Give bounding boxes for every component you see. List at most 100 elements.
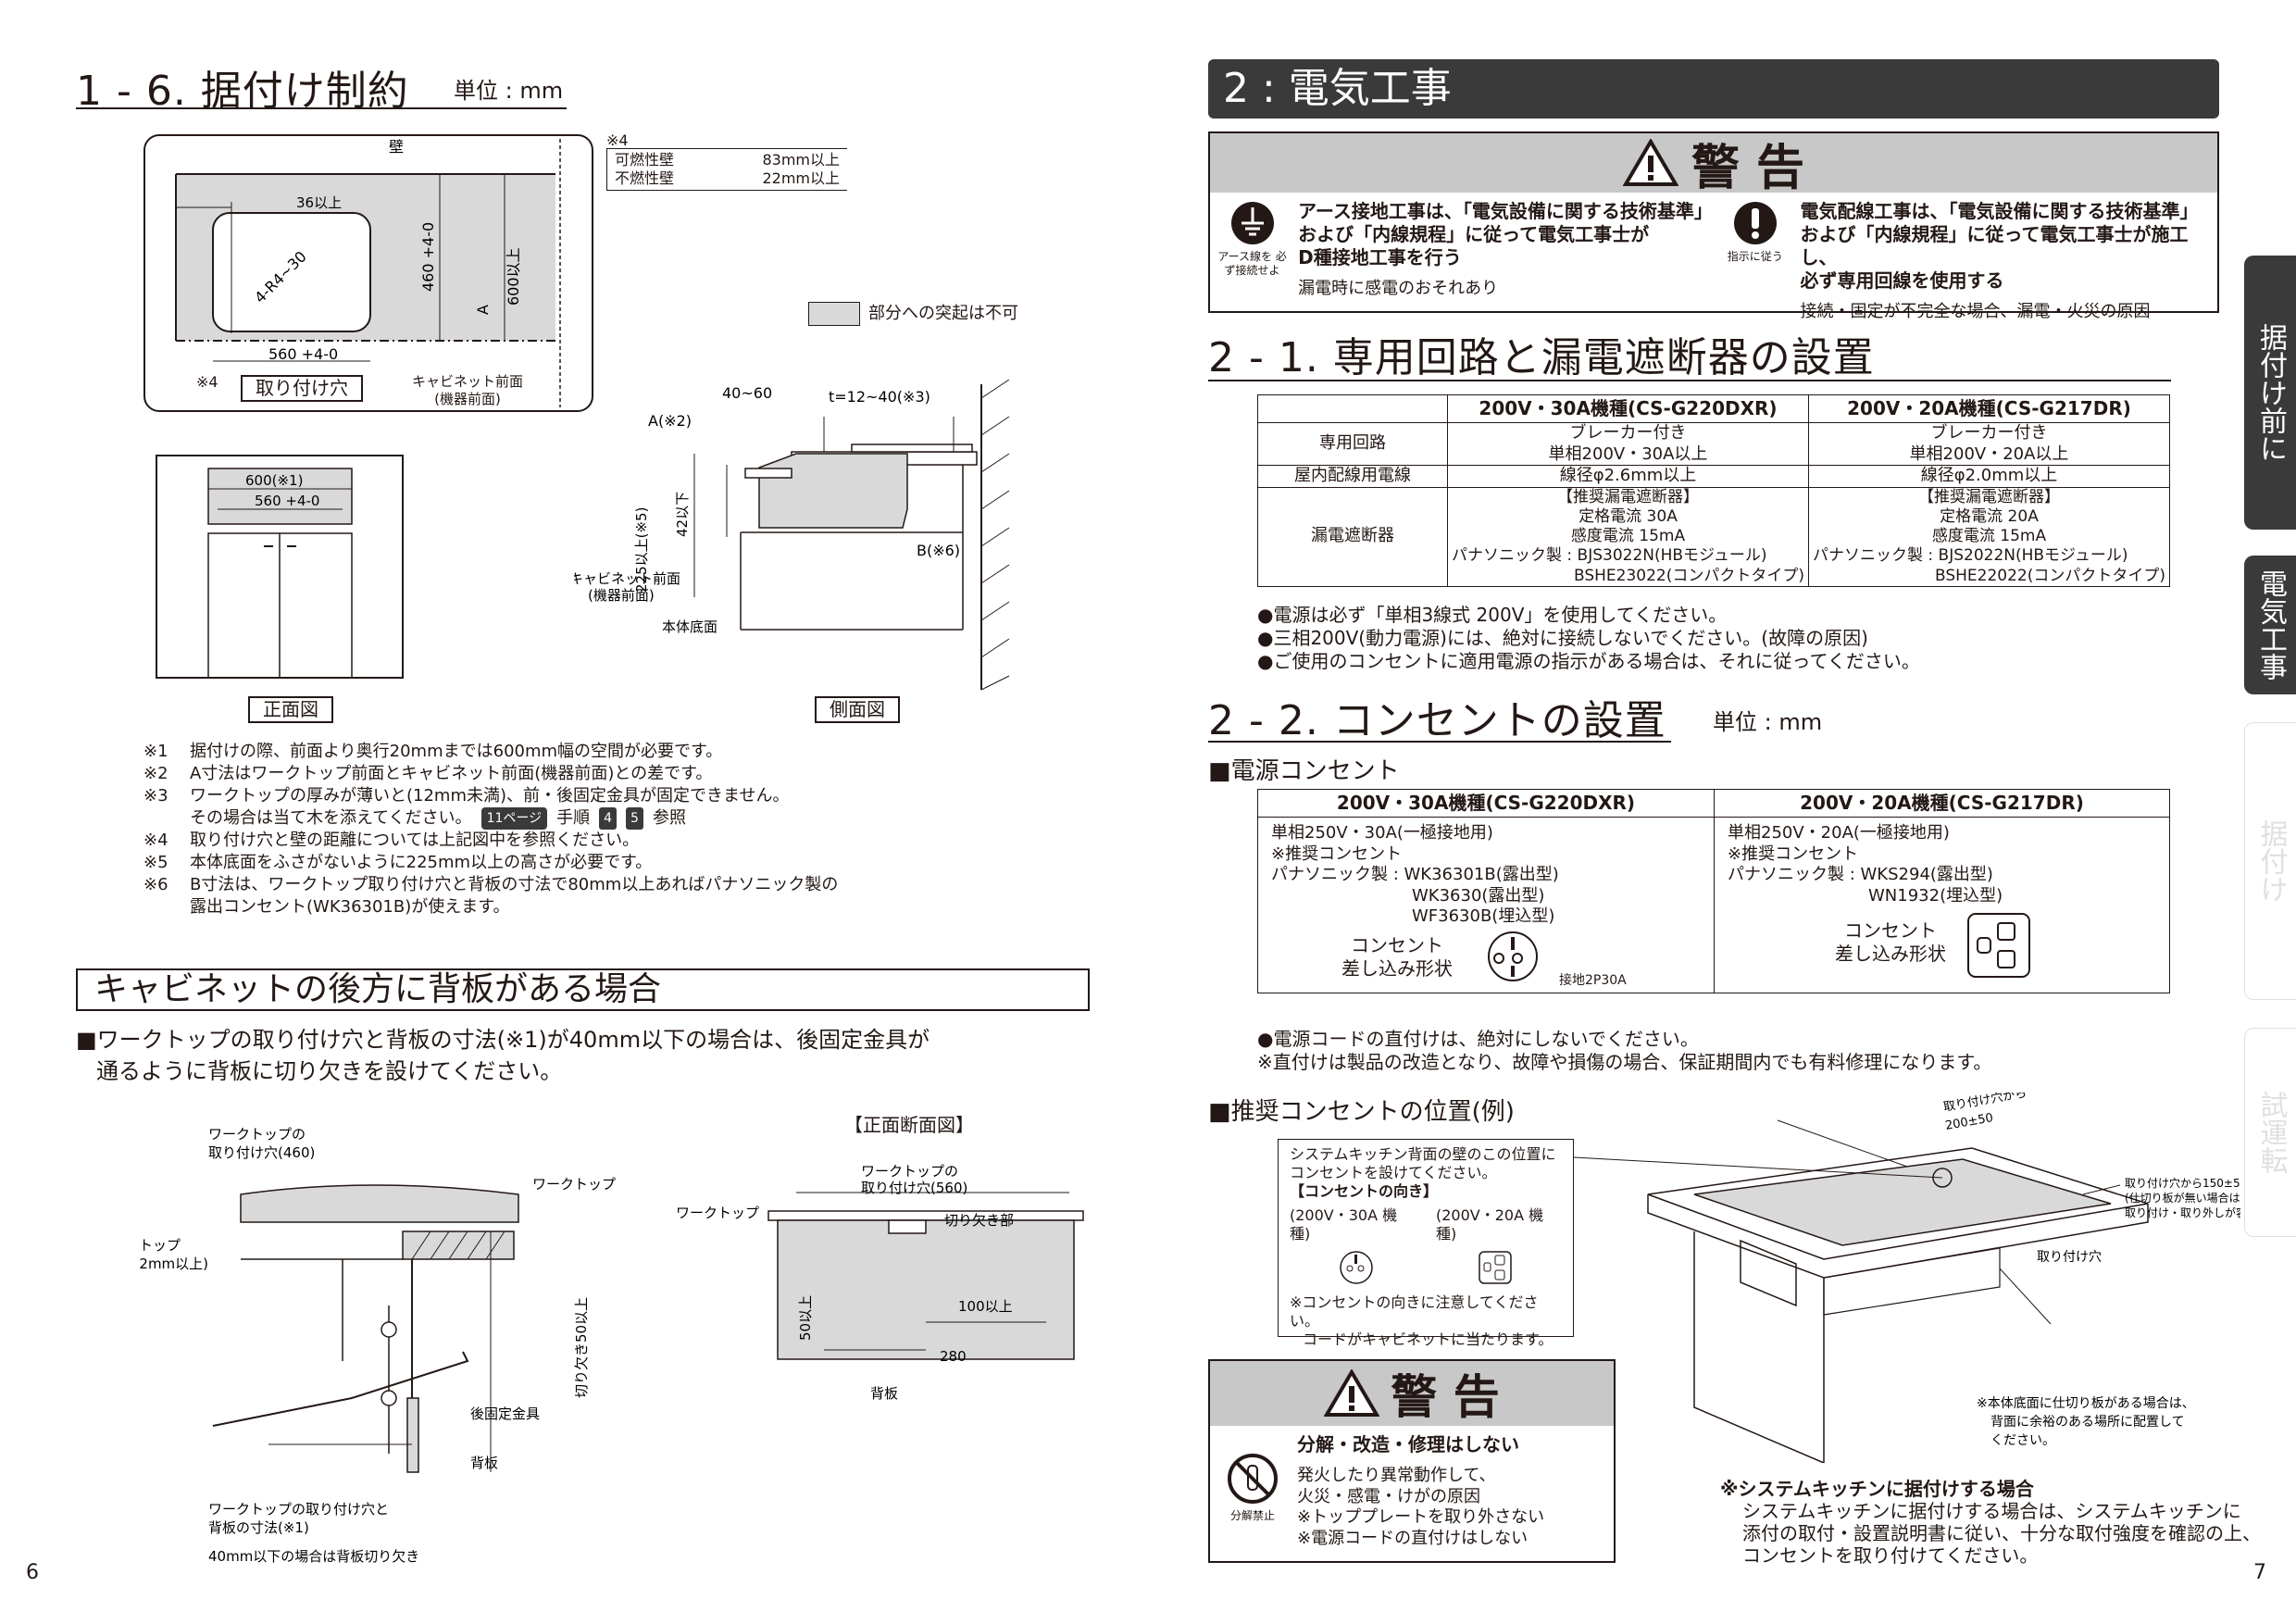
follow-caption: 指示に従う [1727,250,1783,263]
lbl-r2: (仕切り板が無い場合は260±5。 [2125,1191,2240,1205]
outlet-30a-icon [1488,931,1538,981]
ref-step-4: 4 [599,807,618,830]
kitchen-illustration: 取り付け穴から 200±50 取り付け穴から150±5 (仕切り板が無い場合は2… [1573,1093,2240,1463]
lbl-t: t=12~40(※3) [829,388,930,406]
page-number-right: 7 [2253,1561,2266,1584]
lbl-worktop-thick: ワークトップ [139,1237,181,1254]
side-tab-electrical[interactable]: 電気工事 [2244,556,2296,694]
lbl-d460: 460 +4-0 [419,222,437,292]
lbl-cab-front: キャビネット前面 [574,570,680,587]
lbl-worktop2: ワークトップ [676,1205,759,1221]
side-tab-test-run[interactable]: 試運転 [2244,1028,2296,1237]
lbl-b6: B(※6) [917,542,960,559]
lbl-d600n1: 600(※1) [245,472,303,489]
lbl-backboard: 背板 [470,1455,498,1471]
side-tab-before-install[interactable]: 据付け前に [2244,256,2296,530]
lbl-backboard2: 背板 [870,1385,898,1402]
ref-tail: 参照 [652,808,686,828]
warning-title: 警 告 [1691,140,1805,196]
lbl-worktop: ワークトップ [532,1176,616,1193]
legend-text: 部分への突起は不可 [868,304,1018,323]
title-underline-2-2 [1208,741,1671,743]
front-section-diagram: ワークトップの 取り付け穴(560) ワークトップ 切り欠き部 100以上 50… [676,1163,1084,1402]
backboard-title: キャビネットの後方に背板がある場合 [76,968,1090,1011]
backboard-section-diagram: ワークトップの 取り付け穴(460) ワークトップ ワークトップ (厚さ12mm… [139,1126,616,1565]
unit-label-2-2: 単位 : mm [1713,709,1823,735]
lbl-d280: 280 [940,1348,967,1365]
section-title-2: 2 : 電気工事 [1208,59,2219,119]
lbl-worktop-thick2: (厚さ12mm以上) [139,1255,208,1272]
ground-icon [1230,202,1274,244]
table-row: 200V・30A機種(CS-G220DXR) 200V・20A機種(CS-G21… [1257,394,2170,423]
note4-mark-diagram: ※4 [196,373,218,391]
orient-20a-icon [1479,1251,1512,1284]
top-view-diagram: 壁 36以上 4-R4~30 460 +4-0 A 600以上 560 +4-0 [144,134,593,412]
lbl-p2: 背面に余裕のある場所に配置して [1990,1414,2185,1430]
page-number-left: 6 [26,1561,39,1584]
lbl-d42: 42以下 [674,492,691,537]
notes-2-2: ●電源コードの直付けは、絶対にしないでください。 ※直付けは製品の改造となり、故… [1257,1028,1992,1073]
lbl-wt-hole-560: ワークトップの [861,1163,958,1180]
cabinet-front-label: キャビネット前面 (機器前面) [412,373,524,407]
lbl-wt-hole-5602: 取り付け穴(560) [861,1180,967,1196]
front-view-diagram: 600(※1) 560 +4-0 [156,455,404,679]
section-view-title: 【正面断面図】 [844,1114,974,1136]
front-view-label: 正面図 [248,696,333,723]
ref-page-badge[interactable]: 11ページ [480,807,548,830]
ref-step-5: 5 [626,807,643,830]
lbl-dev-front: (機器前面) [588,587,655,604]
exclamation-icon [1733,202,1777,244]
title-underline-2-1 [1208,380,2171,381]
legend-swatch [808,302,860,326]
warning-triangle-icon [1622,139,1678,186]
lbl-d600: 600以上 [505,247,522,306]
lbl-d225: 225以上(※5) [633,507,650,593]
lbl-wt-hole2: 取り付け穴(460) [208,1144,315,1161]
table-row: 専用回路 ブレーカー付き単相200V・30A以上 ブレーカー付き単相200V・2… [1257,422,2170,466]
lbl-dim2: 背板の寸法(※1) [208,1519,309,1536]
warn-ground: アース線を 必ず接続せよ アース接地工事は、「電気設備に関する技術基準」 および… [1210,193,1714,331]
unit-label: 単位 : mm [454,78,564,104]
lbl-d200: 200±50 [1944,1111,1994,1133]
note-6b: 露出コンセント(WK36301B)が使えます。 [190,897,510,917]
lbl-body-bottom: 本体底面 [662,618,718,635]
lbl-d50: 50以上 [797,1295,814,1341]
side-view-label: 側面図 [815,696,900,723]
lbl-p3: ください。 [1990,1433,2055,1448]
mount-hole-label: 取り付け穴 [241,375,363,402]
ground-caption: アース線を 必ず接続せよ [1217,250,1287,277]
lbl-a2: A(※2) [648,412,692,430]
lbl-d560b: 560 +4-0 [255,493,319,509]
warning-block: 警 告 アース線を 必ず接続せよ アース接地工事は、「電気設備に関する技術基準」… [1208,131,2219,321]
side-view-diagram: 40~60 t=12~40(※3) A(※2) 225以上(※5) 42以下 B… [574,380,1010,691]
lbl-d100: 100以上 [958,1298,1013,1315]
lbl-hole: 取り付け穴 [2037,1250,2102,1265]
lbl-dim3: 40mm以下の場合は背板切り欠き [208,1548,419,1565]
note4-mark: ※4 [606,131,629,149]
orient-30a-icon [1340,1251,1373,1284]
ref-step: 手順 [556,808,591,828]
lbl-from-hole: 取り付け穴から [1942,1093,2028,1115]
system-kitchen-note: ※システムキッチンに据付けする場合 システムキッチンに据付けする場合は、システム… [1720,1478,2261,1567]
lbl-wt-hole: ワークトップの [208,1126,306,1143]
lbl-r1: 取り付け穴から150±5 [2125,1176,2240,1190]
no-disassembly-icon [1228,1454,1278,1504]
lbl-rear-bracket: 後固定金具 [470,1405,540,1422]
lbl-a: A [474,305,492,315]
table-row: 200V・30A機種(CS-G220DXR) 200V・20A機種(CS-G21… [1257,789,2170,818]
side-tab-install[interactable]: 据付け [2244,722,2296,1000]
warning-triangle-icon [1324,1369,1380,1417]
section-title-2-1: 2 - 1. 専用回路と漏電遮断器の設置 [1208,334,1875,381]
outlet-table: 200V・30A機種(CS-G220DXR) 200V・20A機種(CS-G21… [1257,789,2170,993]
circuit-table: 200V・30A機種(CS-G220DXR) 200V・20A機種(CS-G21… [1257,394,2170,587]
warning-block-2: 警 告 分解禁止 分解・改造・修理はしない 発火したり異常動作して、 火災・感電… [1208,1359,1616,1563]
lbl-p1: ※本体底面に仕切り板がある場合は、 [1977,1396,2195,1411]
title-underline [76,107,567,109]
